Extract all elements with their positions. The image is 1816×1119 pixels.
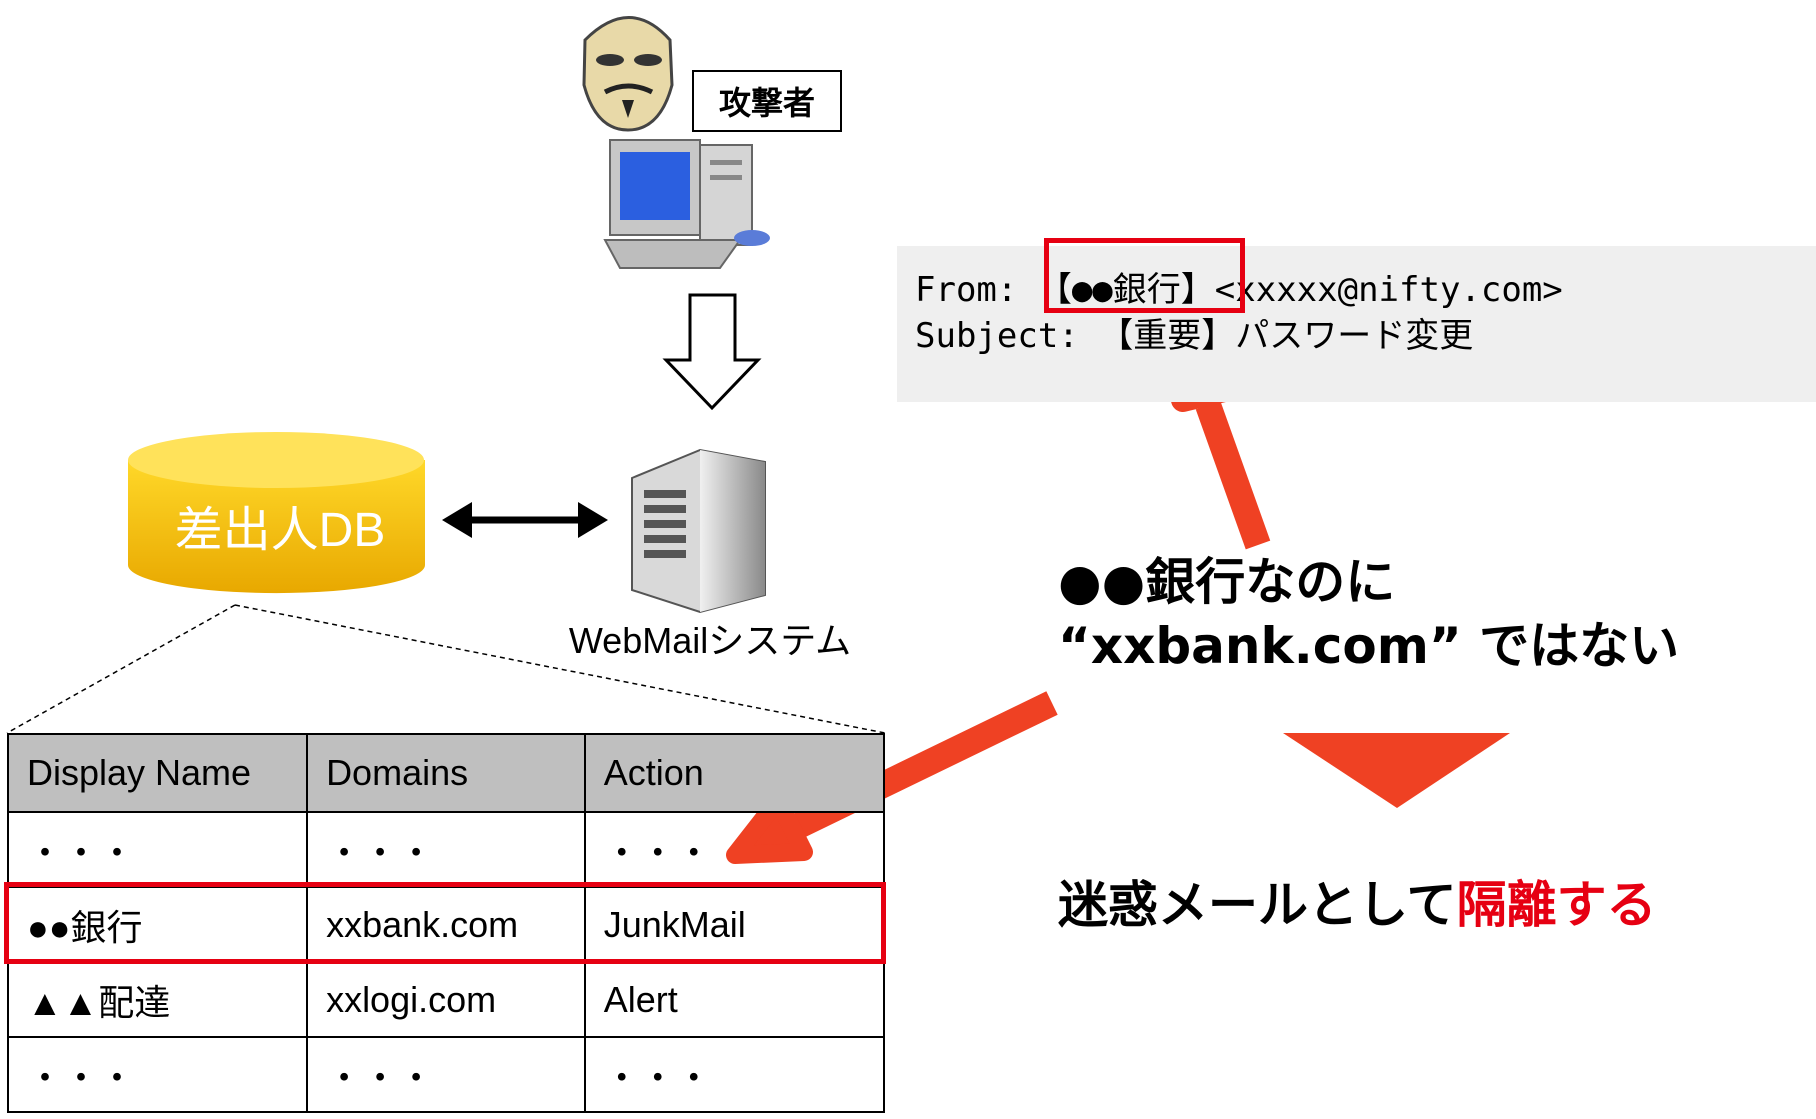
result-text-black: 迷惑メールとして — [1058, 876, 1457, 934]
table-header: Action — [583, 733, 886, 813]
display-name-highlight — [1044, 238, 1245, 313]
table-cell: ・・・ — [6, 1036, 309, 1113]
database-icon — [128, 432, 425, 594]
table-cell: xxlogi.com — [306, 961, 586, 1038]
from-display-name: 【●●銀行】 — [1037, 270, 1215, 310]
table-cell: ・・・ — [6, 811, 309, 888]
server-icon — [631, 448, 766, 614]
table-cell: ・・・ — [306, 1036, 586, 1113]
from-prefix: From: — [915, 270, 1038, 310]
computer-icon — [603, 139, 770, 269]
mismatch-note: ●●銀行なのに “xxbank.com” ではない — [1058, 550, 1679, 678]
mismatch-note-line2: “xxbank.com” ではない — [1058, 617, 1680, 675]
table-cell: ・・・ — [583, 811, 886, 888]
table-row: ●●銀行 xxbank.com JunkMail — [6, 886, 886, 963]
table-cell: ●●銀行 — [6, 886, 309, 963]
zoom-line-right — [234, 604, 886, 734]
from-address: <xxxxx@nifty.com> — [1214, 270, 1563, 310]
table-cell: JunkMail — [583, 886, 886, 963]
table-header: Domains — [306, 733, 586, 813]
down-arrow-icon — [662, 293, 762, 411]
table-header: Display Name — [6, 733, 309, 813]
email-from-line: From: 【●●銀行】<xxxxx@nifty.com> — [915, 262, 1563, 311]
result-text: 迷惑メールとして隔離する — [1058, 865, 1657, 937]
matched-row-highlight — [4, 882, 886, 964]
table-row: ・・・ ・・・ ・・・ — [6, 811, 886, 888]
server-label: WebMailシステム — [568, 620, 852, 661]
attacker-mask-icon — [582, 16, 674, 132]
table-header-row: Display Name Domains Action — [6, 733, 886, 813]
table-row: ▲▲配達 xxlogi.com Alert — [6, 961, 886, 1038]
zoom-line-left — [6, 604, 236, 734]
database-label: 差出人DB — [174, 504, 386, 557]
mismatch-note-line1: ●●銀行なのに — [1058, 553, 1396, 611]
table-cell: ・・・ — [583, 1036, 886, 1113]
result-text-red: 隔離する — [1456, 876, 1657, 934]
table-cell: ・・・ — [306, 811, 586, 888]
email-header-box: From: 【●●銀行】<xxxxx@nifty.com> Subject: 【… — [897, 246, 1816, 402]
double-arrow-icon — [442, 502, 608, 538]
email-subject-line: Subject: 【重要】パスワード変更 — [915, 316, 1474, 356]
table-cell: xxbank.com — [306, 886, 586, 963]
attacker-label: 攻撃者 — [692, 70, 842, 132]
sender-table: Display Name Domains Action ・・・ ・・・ ・・・ … — [6, 733, 886, 1113]
table-cell: Alert — [583, 961, 886, 1038]
table-row: ・・・ ・・・ ・・・ — [6, 1036, 886, 1113]
table-cell: ▲▲配達 — [6, 961, 309, 1038]
result-triangle-icon — [1283, 733, 1510, 808]
